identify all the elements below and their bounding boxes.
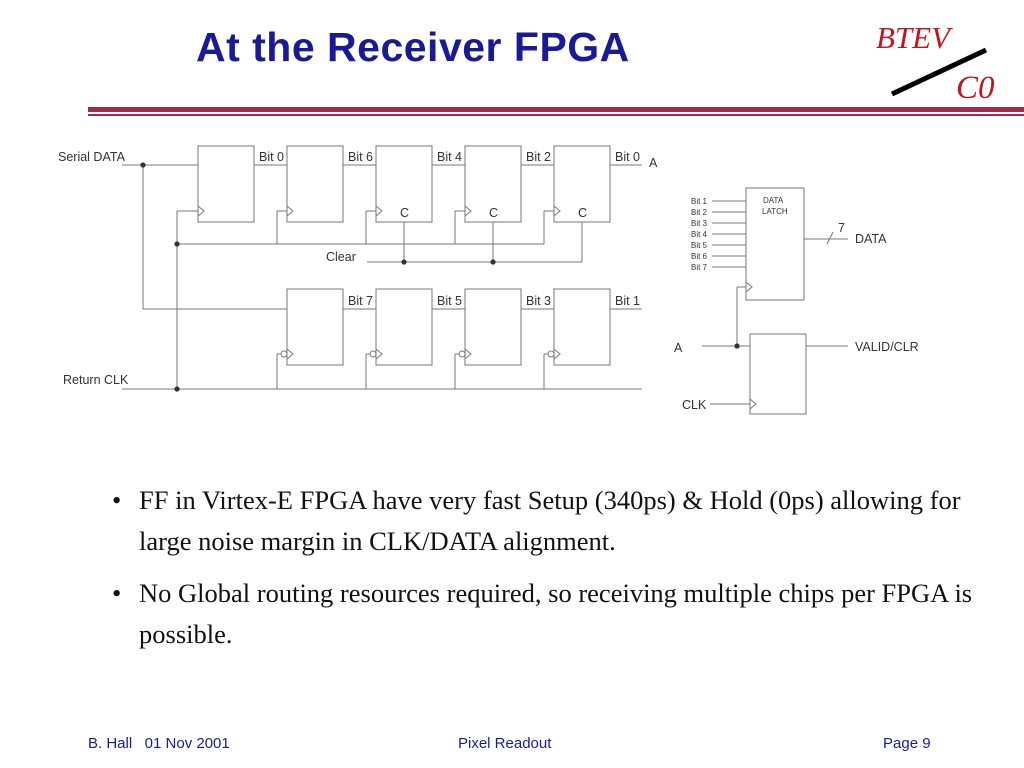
top-bit-label: Bit 6 bbox=[348, 150, 373, 164]
footer-page-number: Page 9 bbox=[883, 735, 931, 752]
latch-name-line-2: LATCH bbox=[762, 207, 788, 216]
bottom-bit-label: Bit 3 bbox=[526, 294, 551, 308]
latch-input-label: Bit 2 bbox=[691, 208, 708, 217]
receiver-circuit-diagram: Serial DATA Return CLK Clear C C C Bit 0… bbox=[58, 145, 919, 415]
return-clk-label: Return CLK bbox=[63, 373, 129, 387]
bottom-bit-label: Bit 7 bbox=[348, 294, 373, 308]
latch-input-label: Bit 7 bbox=[691, 263, 708, 272]
clk-input-label: CLK bbox=[682, 398, 707, 412]
svg-text:C0: C0 bbox=[956, 70, 995, 106]
ff-top-1 bbox=[197, 145, 255, 223]
title-rule-thin bbox=[88, 114, 1024, 116]
ff-bottom-3 bbox=[464, 288, 522, 366]
data-latch bbox=[745, 187, 805, 301]
a-output-label: A bbox=[649, 156, 658, 170]
latch-input-label: Bit 1 bbox=[691, 197, 708, 206]
footer-topic: Pixel Readout bbox=[458, 735, 552, 752]
bottom-bit-label: Bit 1 bbox=[615, 294, 640, 308]
bullet-list: • FF in Virtex-E FPGA have very fast Setu… bbox=[112, 480, 982, 666]
bullet-marker: • bbox=[112, 485, 122, 515]
clear-label: Clear bbox=[326, 250, 356, 264]
top-bit-label: Bit 4 bbox=[437, 150, 462, 164]
title-rule-thick bbox=[88, 107, 1024, 112]
svg-text:BTEV: BTEV bbox=[876, 22, 953, 55]
latch-input-label: Bit 4 bbox=[691, 230, 708, 239]
ff-bottom-1 bbox=[286, 288, 344, 366]
bullet-item: • FF in Virtex-E FPGA have very fast Setu… bbox=[112, 480, 982, 562]
latch-input-label: Bit 6 bbox=[691, 252, 708, 261]
valid-ff bbox=[749, 333, 807, 415]
serial-data-label: Serial DATA bbox=[58, 150, 126, 164]
bullet-item: • No Global routing resources required, s… bbox=[112, 573, 982, 655]
ff-bottom-4 bbox=[553, 288, 611, 366]
latch-input-label: Bit 5 bbox=[691, 241, 708, 250]
bullet-marker: • bbox=[112, 578, 122, 608]
ff-top-2 bbox=[286, 145, 344, 223]
top-bit-label: Bit 0 bbox=[615, 150, 640, 164]
bullet-text: No Global routing resources required, so… bbox=[139, 578, 973, 649]
clear-pin-3: C bbox=[578, 206, 587, 220]
footer-author-date: B. Hall 01 Nov 2001 bbox=[88, 735, 230, 752]
clear-pin-2: C bbox=[489, 206, 498, 220]
top-bit-label: Bit 0 bbox=[259, 150, 284, 164]
slide-title: At the Receiver FPGA bbox=[196, 24, 630, 70]
latch-name-line-1: DATA bbox=[763, 196, 784, 205]
a-input-label: A bbox=[674, 341, 683, 355]
latch-input-label: Bit 3 bbox=[691, 219, 708, 228]
clear-pin-1: C bbox=[400, 206, 409, 220]
btev-c0-logo: BTEV C0 bbox=[876, 22, 995, 106]
valid-clr-label: VALID/CLR bbox=[855, 340, 919, 354]
data-output-label: DATA bbox=[855, 232, 887, 246]
bottom-bit-label: Bit 5 bbox=[437, 294, 462, 308]
ff-bottom-2 bbox=[375, 288, 433, 366]
bullet-text: FF in Virtex-E FPGA have very fast Setup… bbox=[139, 485, 961, 556]
top-bit-label: Bit 2 bbox=[526, 150, 551, 164]
bus-width-label: 7 bbox=[838, 221, 845, 235]
